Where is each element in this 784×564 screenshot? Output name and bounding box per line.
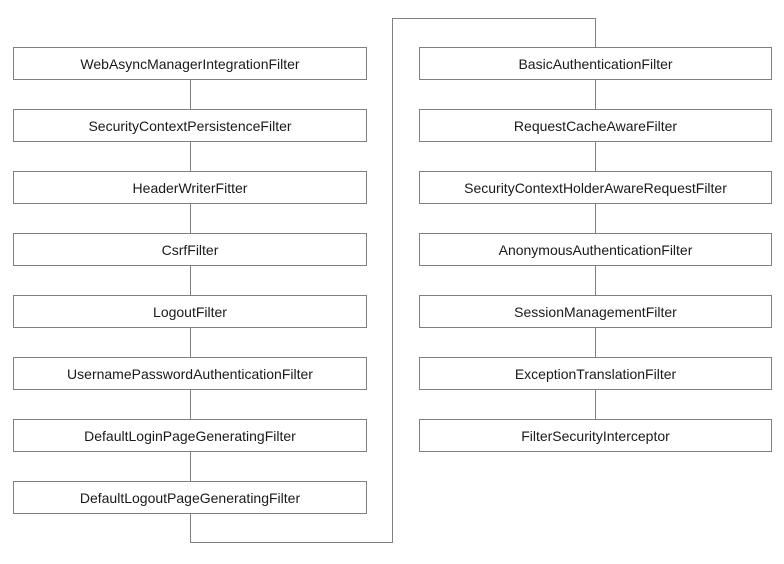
connector-line (595, 204, 596, 233)
chain-wrap-segment-top (392, 18, 596, 19)
connector-line (595, 142, 596, 171)
node-header-writer-fitter: HeaderWriterFitter (13, 171, 367, 204)
node-username-password-authentication-filter: UsernamePasswordAuthenticationFilter (13, 357, 367, 390)
connector-line (190, 390, 191, 419)
connector-line (190, 452, 191, 481)
node-session-management-filter: SessionManagementFilter (419, 295, 772, 328)
node-basic-authentication-filter: BasicAuthenticationFilter (419, 47, 772, 80)
chain-wrap-segment-bottom (190, 542, 393, 543)
connector-line (595, 266, 596, 295)
chain-wrap-segment-down (190, 514, 191, 543)
connector-line (595, 80, 596, 109)
node-logout-filter: LogoutFilter (13, 295, 367, 328)
node-default-logout-page-generating-filter: DefaultLogoutPageGeneratingFilter (13, 481, 367, 514)
chain-wrap-segment-up (392, 18, 393, 543)
node-web-async-manager-integration-filter: WebAsyncManagerIntegrationFilter (13, 47, 367, 80)
connector-line (190, 328, 191, 357)
connector-line (190, 80, 191, 109)
node-filter-security-interceptor: FilterSecurityInterceptor (419, 419, 772, 452)
connector-line (595, 328, 596, 357)
node-anonymous-authentication-filter: AnonymousAuthenticationFilter (419, 233, 772, 266)
node-security-context-holder-aware-request-filter: SecurityContextHolderAwareRequestFilter (419, 171, 772, 204)
connector-line (190, 204, 191, 233)
node-csrf-filter: CsrfFilter (13, 233, 367, 266)
connector-line (190, 266, 191, 295)
connector-line (190, 142, 191, 171)
connector-line (595, 390, 596, 419)
node-security-context-persistence-filter: SecurityContextPersistenceFilter (13, 109, 367, 142)
chain-wrap-segment-into-right (595, 18, 596, 47)
node-exception-translation-filter: ExceptionTranslationFilter (419, 357, 772, 390)
node-default-login-page-generating-filter: DefaultLoginPageGeneratingFilter (13, 419, 367, 452)
node-request-cache-aware-filter: RequestCacheAwareFilter (419, 109, 772, 142)
